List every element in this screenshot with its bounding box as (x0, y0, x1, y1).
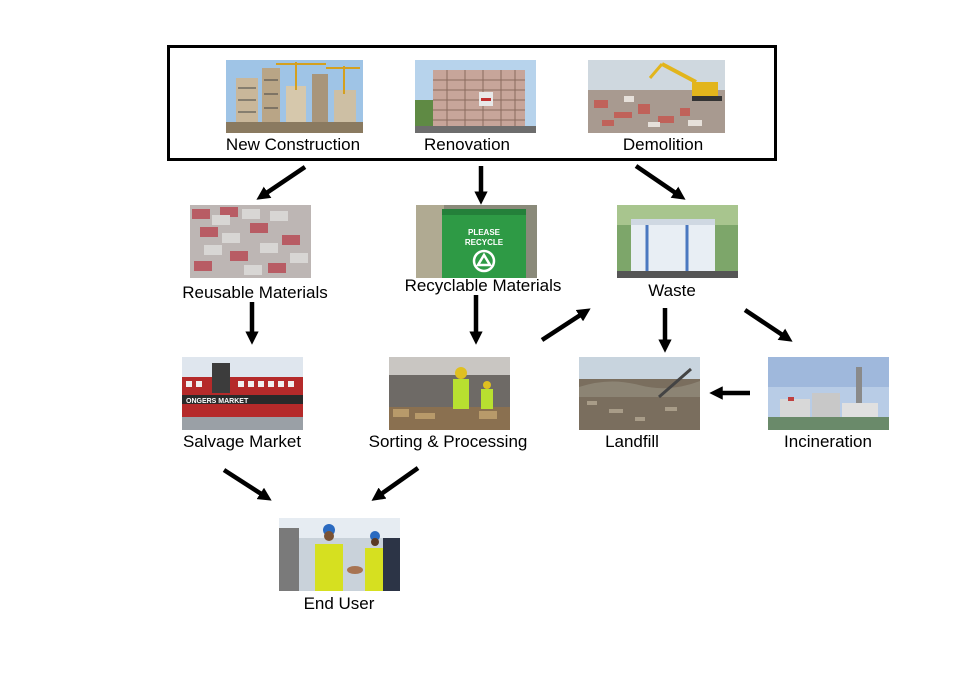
reusable-materials-image (190, 205, 311, 278)
recycle-sign-line-2: RECYCLE (465, 238, 504, 247)
recycle-icon (472, 249, 496, 273)
reusable-materials-label: Reusable Materials (182, 283, 328, 302)
arrow-sorting-to-end-user (371, 466, 420, 501)
demolition-label: Demolition (622, 135, 704, 154)
end-user-image (279, 518, 400, 591)
salvage-market-label: Salvage Market (182, 432, 302, 451)
market-sign-text: ONGERS MARKET (186, 398, 249, 405)
sorting-processing-image (389, 357, 510, 430)
renovation-image (415, 60, 536, 133)
arrow-sources-to-waste (634, 164, 686, 200)
renovation-label: Renovation (423, 135, 511, 154)
incineration-label: Incineration (784, 432, 872, 451)
landfill-label: Landfill (605, 432, 659, 451)
waste-label: Waste (648, 281, 696, 300)
end-user-label: End User (303, 594, 375, 613)
arrow-salvage-to-end-user (222, 468, 272, 501)
incineration-image (768, 357, 889, 430)
recycle-sign-line-1: PLEASE (468, 228, 501, 237)
source-activities-box (167, 45, 777, 161)
arrow-waste-to-incineration (743, 308, 793, 342)
sorting-processing-label: Sorting & Processing (368, 432, 528, 451)
new-construction-label: New Construction (225, 135, 361, 154)
salvage-market-image: ONGERS MARKET (182, 357, 303, 430)
recyclable-materials-image: PLEASE RECYCLE (416, 205, 537, 278)
arrow-sources-to-reusable (256, 165, 307, 200)
new-construction-image (226, 60, 363, 133)
landfill-image (579, 357, 700, 430)
demolition-image (588, 60, 725, 133)
waste-image (617, 205, 738, 278)
recyclable-materials-label: Recyclable Materials (404, 276, 562, 295)
arrow-sorting-to-waste (540, 308, 591, 342)
